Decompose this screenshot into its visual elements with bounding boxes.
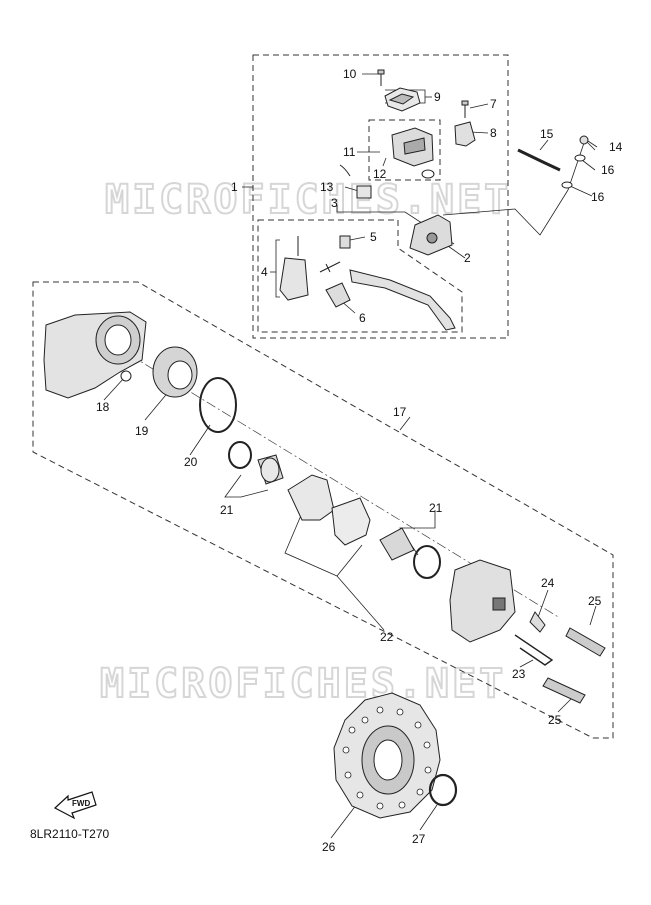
label-13: 13 <box>320 180 334 194</box>
label-20: 20 <box>184 455 198 469</box>
part-25-bolt-b <box>542 677 586 704</box>
outline-subassembly-3 <box>257 219 463 333</box>
part-6-brake-pedal <box>349 269 456 331</box>
label-27: 27 <box>412 832 426 846</box>
label-6: 6 <box>359 311 366 325</box>
label-15: 15 <box>540 127 554 141</box>
part-13-switch <box>356 185 372 199</box>
label-22: 22 <box>380 630 394 644</box>
part-labels: 1 2 3 4 5 6 7 8 9 10 11 12 13 14 15 16 1… <box>96 67 623 854</box>
part-27-circlip <box>428 773 458 807</box>
caliper-parts <box>43 311 606 704</box>
part-5-nut <box>339 235 351 249</box>
part-22-brake-pad <box>287 474 335 521</box>
label-2: 2 <box>464 251 471 265</box>
disc-parts <box>333 692 458 819</box>
fwd-label: FWD <box>72 799 90 808</box>
outline-caliper-assy-17 <box>32 281 614 739</box>
part-8-bracket <box>454 121 476 147</box>
label-17: 17 <box>393 405 407 419</box>
label-12: 12 <box>373 167 387 181</box>
label-9: 9 <box>434 90 441 104</box>
label-5: 5 <box>370 230 377 244</box>
part-20-seal-ring <box>199 377 237 433</box>
label-3: 3 <box>331 196 338 210</box>
part-16-washer <box>574 154 586 162</box>
label-16b: 16 <box>591 190 605 204</box>
watermark-top: MICROFICHES.NET <box>105 177 511 223</box>
label-7: 7 <box>490 97 497 111</box>
outline-master-cylinder-assy <box>252 54 509 339</box>
label-24: 24 <box>541 576 555 590</box>
label-4: 4 <box>261 265 268 279</box>
label-10: 10 <box>343 67 357 81</box>
caliper-body <box>449 559 516 643</box>
label-16: 16 <box>601 163 615 177</box>
label-21b: 21 <box>429 501 443 515</box>
part-10-bolt <box>377 69 385 86</box>
label-23: 23 <box>512 667 526 681</box>
part-21-collar-b <box>379 527 415 561</box>
label-25b: 25 <box>548 713 562 727</box>
part-15-hose <box>517 148 561 172</box>
outline-subassembly-11 <box>368 119 441 181</box>
part-7-bolt <box>461 100 469 118</box>
part-25-bolt <box>565 627 606 657</box>
group-outlines <box>32 54 614 739</box>
label-19: 19 <box>135 424 149 438</box>
watermark-bottom: MICROFICHES.NET <box>100 661 506 707</box>
part-23-spring <box>514 634 554 666</box>
label-11: 11 <box>343 145 356 159</box>
label-18: 18 <box>96 400 110 414</box>
part-21-collar <box>228 441 252 469</box>
fwd-arrow-icon: FWD <box>53 791 97 820</box>
label-14: 14 <box>609 140 623 154</box>
part-4-bracket <box>279 257 309 301</box>
part-24-bleed-screw <box>529 611 546 633</box>
label-8: 8 <box>490 126 497 140</box>
part-22-brake-pad-b <box>331 497 371 546</box>
part-14-bolt <box>579 135 589 145</box>
part-16-washer-b <box>561 181 573 189</box>
diagram-code: 8LR2110-T270 <box>30 827 110 841</box>
label-26: 26 <box>322 840 336 854</box>
label-21: 21 <box>220 503 234 517</box>
label-1: 1 <box>231 180 238 194</box>
label-25: 25 <box>588 594 602 608</box>
master-cylinder-parts <box>279 69 589 331</box>
